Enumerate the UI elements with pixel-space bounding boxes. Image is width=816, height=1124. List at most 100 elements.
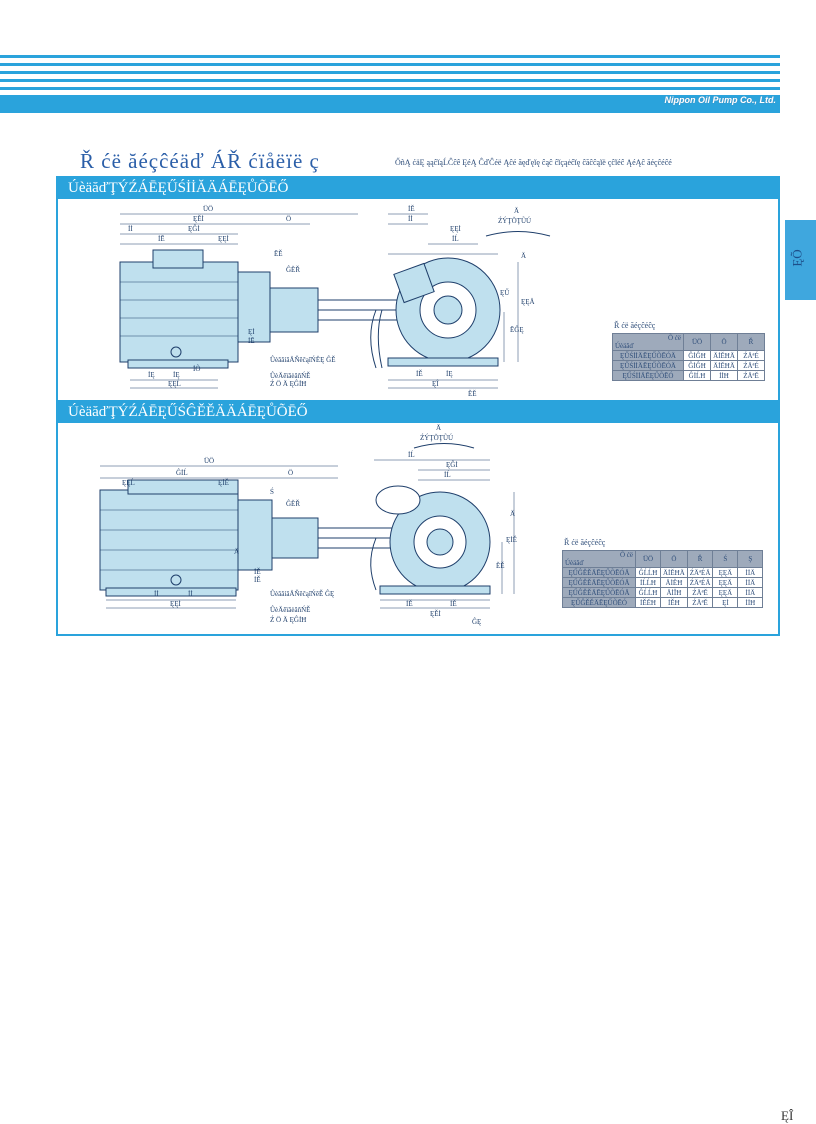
motor-end-cap	[237, 499, 273, 571]
dim-label: ÜÖ	[204, 457, 214, 465]
section-1-frame: ÚèäăďŢÝŹÁĒĘŰŚİİĂÄÁĒĘŮÕĒŐ	[56, 176, 780, 404]
title-note: ŐñĄ ćäĘ ąąĉĭąĹĈĉê ĘéĄ ĈďĈéë Ąĉé ăęďęĭę ĉ…	[395, 158, 672, 167]
table-row-model: ĘŰŚİİÄĒĘŰÕĒÓ	[612, 370, 684, 381]
table-header-cell: Ö	[710, 333, 738, 351]
table-cell: İĹĹĦ	[635, 577, 661, 588]
side-tab[interactable]: ĘÕ	[785, 220, 816, 300]
table-cell: İİÄ	[737, 567, 764, 578]
dim-label: İĹ	[408, 451, 415, 459]
table-header-cell: Ř	[686, 550, 714, 568]
dim-label: ĜĔŘ	[286, 500, 300, 508]
dim-label: İİ	[154, 590, 159, 598]
table-row-model: ĘŰŚİİÄĒĘŰÕĒÓÄ	[612, 350, 684, 361]
dim-label: İĘ	[446, 370, 453, 378]
table-row: ĘŰŚİİÄĒĘŰÕĒÓ ĜİĹĦ İİĦ ŹÄªĔ	[612, 370, 765, 381]
table-cell: ĘĘÄ	[712, 577, 739, 588]
table-cell: ŹÄªÉÄ	[686, 577, 714, 588]
dim-label: İĘ	[148, 371, 155, 379]
dim-label: ŹÝŢŎŢŨÚ	[498, 217, 531, 225]
dim-label: İĚ	[254, 568, 261, 576]
dim-label: Ä	[510, 510, 515, 518]
table-cell: ÄİĔĦÄ	[660, 567, 688, 578]
dim-label: ÜÖ	[203, 205, 213, 213]
table-cell: ĜĹĹĦ	[635, 567, 661, 578]
dim-label: ĘÎ	[432, 380, 439, 388]
dim-label: ĘĜİ	[188, 225, 200, 233]
table-header-row: Õ ćë Úèäăď ÜÖ Ö Ř Ś Ş	[562, 550, 764, 568]
table-corner-cell: Õ ćë Úèäăď	[612, 333, 684, 351]
section-2-table-title: Ř ćë ăéçĉéĉç	[564, 538, 606, 547]
side-tab-label: ĘÕ	[789, 249, 805, 267]
section-2-drawing: ÜÖ ĜİĹ Ö ĘĘĹ ĘİĚ Ś ĜĔŘ İĚ İĚ Ä İİ İİ ĘĘİ…	[99, 424, 517, 626]
dim-label: İİ	[128, 225, 133, 233]
motor-base	[105, 587, 237, 597]
dim-label: ÛèãăíãÄŇĕĉąĭŃĔĘ ĜĚ	[270, 356, 336, 364]
dim-label: İĹ	[444, 471, 451, 479]
table-corner-bottom: Úèäăď	[565, 559, 584, 567]
table-cell: ĘĘÄ	[712, 567, 739, 578]
page-number: ĘÎ	[781, 1108, 794, 1123]
table-corner-top: Õ ćë	[619, 551, 633, 559]
table-corner-top: Õ ćë	[667, 334, 681, 342]
dim-label: ĘİĚ	[218, 479, 229, 487]
table-cell: ĘĘÄ	[712, 587, 739, 598]
table-row: ĘŰŚİİÄĒĘŰÕĒÓÄ ĜİĜĦ ÄİĔĦÄ ŹÄªÉ	[612, 350, 765, 361]
table-row: ĘŰĜĚĚÄĒĘŰÕĒÓÄ ĜĹĹĦ ÄİĔĦÄ ŹÄªÉÄ ĘĘÄ İİÄ	[562, 567, 764, 578]
dim-label: İİ	[408, 215, 413, 223]
dim-label: ĘĘĹ	[122, 479, 135, 487]
dim-label: Ś	[270, 488, 274, 496]
dim-label: İĒ	[158, 235, 165, 243]
dim-label: ĘĜİ	[446, 461, 458, 469]
table-cell: İİÄ	[737, 587, 764, 598]
page-title: Ř ćë ăéçĉéäď ÁŘ ćïåëïë ç	[80, 149, 320, 173]
header-stripes	[0, 55, 780, 113]
dim-label: İİ	[188, 590, 193, 598]
dim-label: ÛèÄĕïãèăñŃĚ	[270, 372, 310, 380]
dim-label: ĔĚ	[496, 562, 505, 570]
table-row-model: ĘŰĜĚĚÄĒĘŰÕĒÓÄ	[562, 567, 636, 578]
table-cell: İİĦ	[737, 597, 764, 608]
dim-label: ĘĘÄ	[521, 298, 535, 306]
dim-label: İĹ	[452, 235, 459, 243]
dim-label: Ęİ	[248, 328, 255, 336]
dim-label: İĒ	[248, 337, 255, 345]
table-cell: ÄİĔĦ	[660, 577, 688, 588]
dim-label: Ä	[521, 252, 526, 260]
table-cell: ĜİĜĦ	[683, 350, 711, 361]
end-view-base	[379, 585, 491, 595]
dim-label: ĘĘİ	[170, 600, 182, 608]
motor-end-cap	[237, 271, 271, 343]
section-2-header: ÚèäăďŢÝŹÁĒĘŰŚĜĚĚÄÄÁĒĘŮÕĒŐ	[58, 402, 778, 423]
table-cell: ŹÄªĔ	[686, 587, 714, 598]
table-header-cell: Ö	[660, 550, 688, 568]
dim-label: ĘĘĹ	[168, 380, 181, 388]
section-1-dimension-table: Õ ćë Úèäăď ÜÖ Ö Ř ĘŰŚİİÄĒĘŰÕĒÓÄ ĜİĜĦ ÄİĔ…	[612, 333, 765, 381]
table-cell: İĚĔĦ	[635, 597, 661, 608]
dim-label: ŹÝŢŎŢŨÚ	[420, 434, 453, 442]
end-view-base	[387, 357, 499, 367]
dim-label: ĘĘİ	[450, 225, 462, 233]
dim-label: ĜĘ	[472, 618, 481, 626]
table-cell: ŹÄªÉ	[737, 360, 765, 371]
dim-label: ĘİĚ	[506, 536, 517, 544]
motor-terminal-box	[127, 479, 239, 495]
table-cell: ŹÄªĔ	[686, 597, 714, 608]
table-cell: İİÄ	[737, 577, 764, 588]
table-header-cell: Ř	[737, 333, 765, 351]
dim-label: ĘĔİ	[193, 215, 205, 223]
section-2-frame: ÚèäăďŢÝŹÁĒĘŰŚĜĚĚÄÄÁĒĘŮÕĒŐ	[56, 400, 780, 636]
dim-label: ÛèÄĕïãèăñŃĚ	[270, 606, 310, 614]
table-cell: ĜİĹĦ	[683, 370, 711, 381]
dim-label: Ö	[286, 215, 291, 223]
table-row: ĘŰĜĚĚÄĒĘŰÕĒÓÄ İĹĹĦ ÄİĔĦ ŹÄªÉÄ ĘĘÄ İİÄ	[562, 577, 764, 588]
table-row-model: ĘŰĜĚĚÄĒĘŰÕĒÓÄ	[562, 577, 636, 588]
dim-label: Ä	[436, 424, 441, 432]
pump-body	[269, 287, 319, 333]
table-cell: ÄİĔĦÄ	[710, 360, 738, 371]
dim-label: Ä	[234, 548, 239, 556]
table-corner-bottom: Úèäăď	[615, 342, 634, 350]
dim-label: ĒĜĘ	[510, 326, 524, 334]
table-corner-cell: Õ ćë Úèäăď	[562, 550, 636, 568]
dim-label: ĜĔŘ	[286, 266, 300, 274]
table-row: ĘŰĜĚĚÄĒĘŰÕĒÓÄ ĜĹĹĦ ÄİĬĦ ŹÄªĔ ĘĘÄ İİÄ	[562, 587, 764, 598]
